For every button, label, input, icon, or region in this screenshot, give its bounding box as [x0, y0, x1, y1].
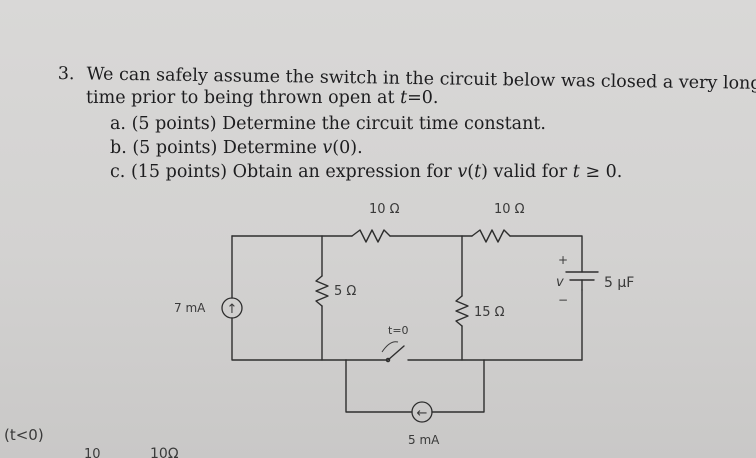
- part-a-text: (5 points) Determine the circuit time co…: [131, 114, 546, 134]
- part-c-text-b: ) valid for: [481, 162, 573, 182]
- label-top-right-resistor: 10 Ω: [494, 202, 525, 217]
- part-c-t: t: [474, 162, 482, 182]
- intro-text-2a: time prior to being thrown open at: [86, 88, 401, 108]
- part-b-text-b: (0).: [332, 138, 363, 158]
- margin-note-10: 10: [84, 447, 101, 458]
- part-c-text-a: (15 points) Obtain an expression for: [130, 162, 458, 182]
- resistor-15ohm: [455, 295, 469, 327]
- margin-note-t-less-0: (t<0): [4, 426, 44, 444]
- part-a: a. (5 points) Determine the circuit time…: [110, 114, 546, 134]
- label-5mA: 5 mA: [408, 433, 440, 447]
- arrow-up-icon: ↑: [227, 302, 238, 317]
- part-c-paren: (: [467, 162, 475, 182]
- part-c-var: v: [457, 162, 468, 182]
- label-switch-time: t=0: [388, 324, 409, 337]
- part-c-t2: t: [572, 162, 580, 182]
- current-source-bottom: [411, 401, 433, 423]
- part-a-letter: a.: [110, 114, 126, 134]
- resistor-5ohm: [315, 275, 329, 307]
- label-voltage-v: v: [556, 275, 564, 290]
- wire-left-lower: [231, 317, 347, 361]
- label-5ohm: 5 Ω: [334, 284, 356, 299]
- switch-pivot: [385, 357, 391, 363]
- part-c-text-c: ≥ 0.: [579, 162, 623, 182]
- wire-bottom-loop: [345, 359, 413, 413]
- switch-blade: [387, 345, 405, 361]
- current-source-left: [221, 297, 243, 319]
- part-b-text-a: (5 points) Determine: [132, 138, 323, 158]
- label-7mA: 7 mA: [174, 301, 206, 315]
- part-c-letter: c.: [110, 162, 126, 182]
- label-voltage-minus: −: [558, 293, 568, 307]
- switch-motion-arrow: [381, 341, 399, 353]
- intro-t-var: t: [400, 88, 408, 108]
- intro-text-2b: =0.: [407, 88, 439, 108]
- arrow-left-icon: ←: [417, 406, 428, 421]
- resistor-top-left: [351, 229, 391, 243]
- problem-intro-line-2: time prior to being thrown open at t=0.: [86, 88, 439, 108]
- part-b: b. (5 points) Determine v(0).: [110, 138, 363, 158]
- label-voltage-plus: +: [558, 253, 568, 267]
- part-c: c. (15 points) Obtain an expression for …: [110, 162, 622, 182]
- margin-note-10ohm: 10Ω: [150, 446, 179, 458]
- part-b-letter: b.: [110, 138, 127, 158]
- wire-bottom-loop-right: [431, 359, 485, 413]
- wire-top-right: [509, 235, 583, 273]
- label-capacitor: 5 μF: [604, 275, 634, 291]
- part-b-var: v: [322, 138, 333, 158]
- resistor-top-right: [471, 229, 511, 243]
- label-15ohm: 15 Ω: [474, 305, 505, 320]
- label-top-left-resistor: 10 Ω: [369, 202, 400, 217]
